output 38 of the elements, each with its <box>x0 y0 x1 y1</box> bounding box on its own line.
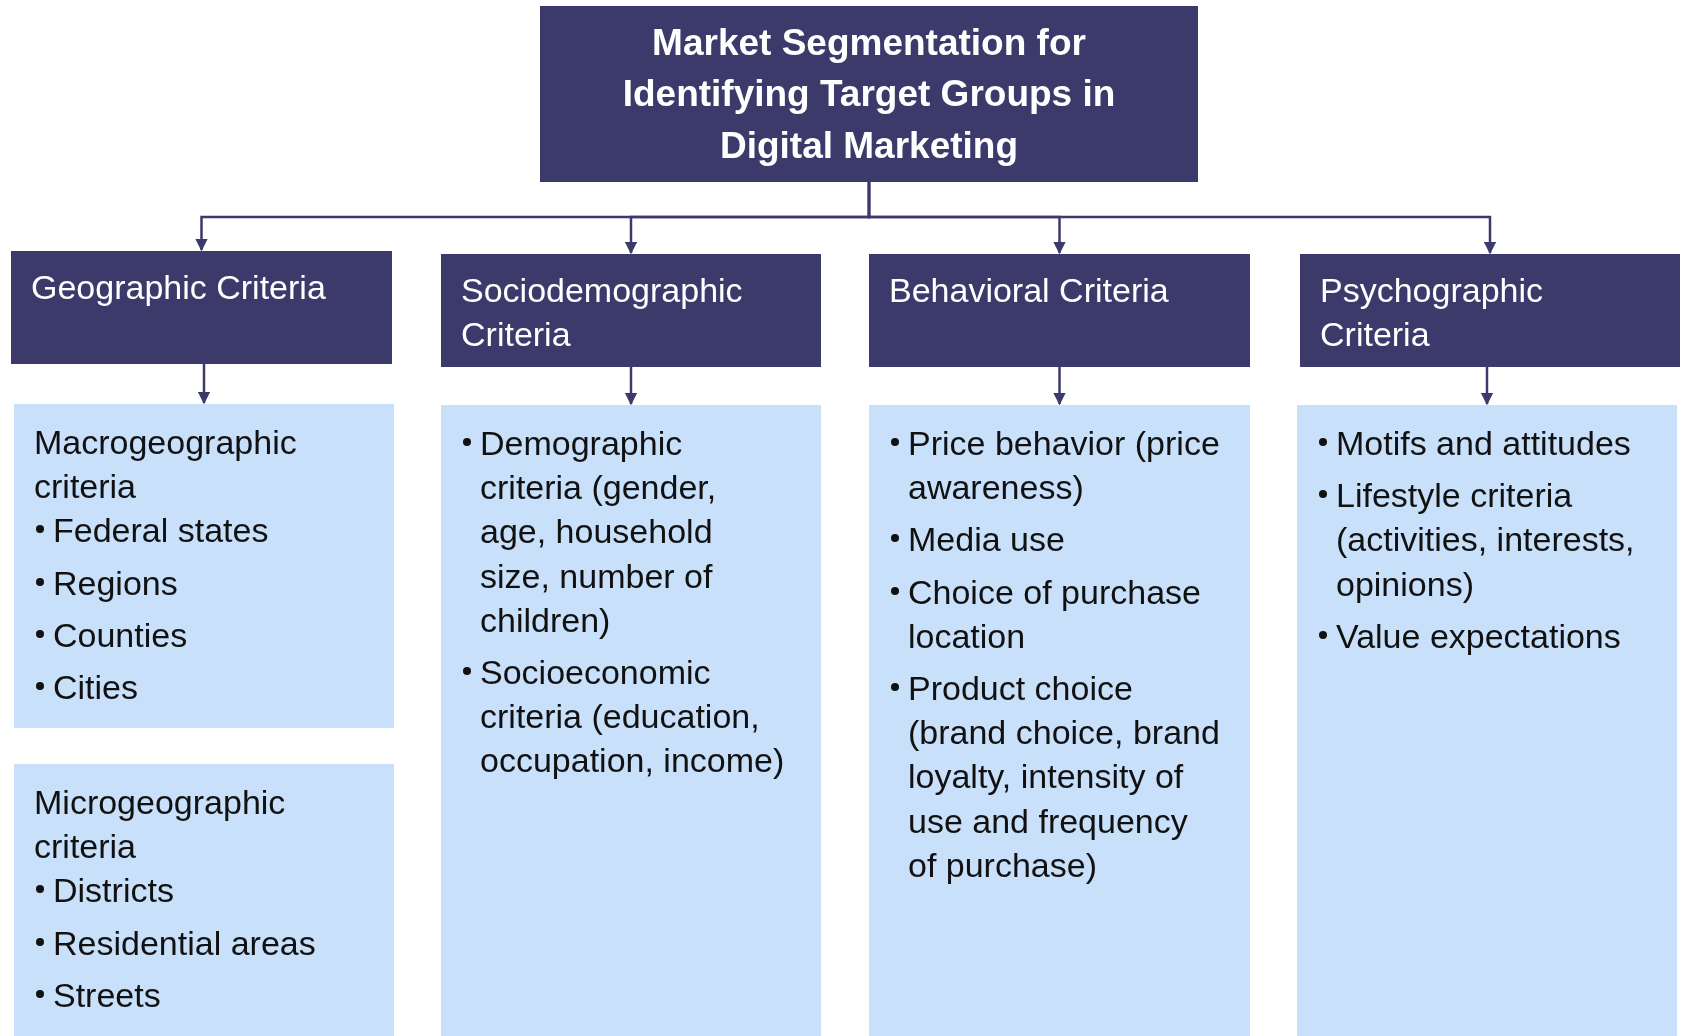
connector-arrow <box>1053 367 1066 406</box>
criteria-box <box>14 404 394 728</box>
bullet-item: Media use <box>908 519 1065 561</box>
group-heading: Macrogeographic criteria <box>34 422 298 508</box>
connector-arrow <box>1480 367 1494 406</box>
category-heading: Psychographic Criteria <box>1320 270 1544 356</box>
bullet-item: Socioeconomic criteria (education, occupation, income) <box>480 651 786 782</box>
bullet-item: Streets <box>53 974 161 1016</box>
criteria-box <box>869 405 1250 1036</box>
bullet-item: Motifs and attitudes <box>1336 423 1631 464</box>
bullet-item: Product choice (brand choice, brand loyalty, intensity of use and frequency of purchase) <box>908 667 1220 886</box>
connector-arrow <box>197 364 211 405</box>
category-header-box <box>869 254 1250 367</box>
bullet-item: Federal states <box>53 510 269 552</box>
criteria-box <box>14 764 394 1036</box>
category-heading: Behavioral Criteria <box>889 270 1170 311</box>
criteria-box <box>1297 405 1677 1036</box>
bullet-item: Value expectations <box>1336 615 1621 657</box>
bullet-item: Demographic criteria (gender, age, household size, number of children) <box>480 423 718 641</box>
bullet-item: Choice of purchase location <box>908 571 1202 657</box>
connector-arrow <box>867 182 1497 255</box>
bullet-item: Counties <box>53 614 188 656</box>
group-heading: Microgeographic criteria <box>34 782 287 868</box>
bullet-item: Districts <box>53 870 174 912</box>
node-heading: Market Segmentation for Identifying Target Groups in Digital Marketing <box>621 21 1117 168</box>
category-header-box <box>1300 254 1680 367</box>
bullet-item: Cities <box>53 666 139 708</box>
bullet-item: Lifestyle criteria (activities, interests, opinions) <box>1336 475 1636 605</box>
bullet-item: Regions <box>53 562 178 604</box>
category-heading: Geographic Criteria <box>31 267 327 308</box>
category-header-box <box>441 254 821 367</box>
title-box <box>540 6 1198 182</box>
bullet-item: Residential areas <box>53 922 316 964</box>
category-heading: Sociodemographic Criteria <box>461 270 744 356</box>
bullet-item: Price behavior (price awareness) <box>908 423 1220 509</box>
criteria-box <box>441 405 821 1036</box>
connector-arrow <box>624 367 638 406</box>
category-header-box <box>11 251 392 364</box>
